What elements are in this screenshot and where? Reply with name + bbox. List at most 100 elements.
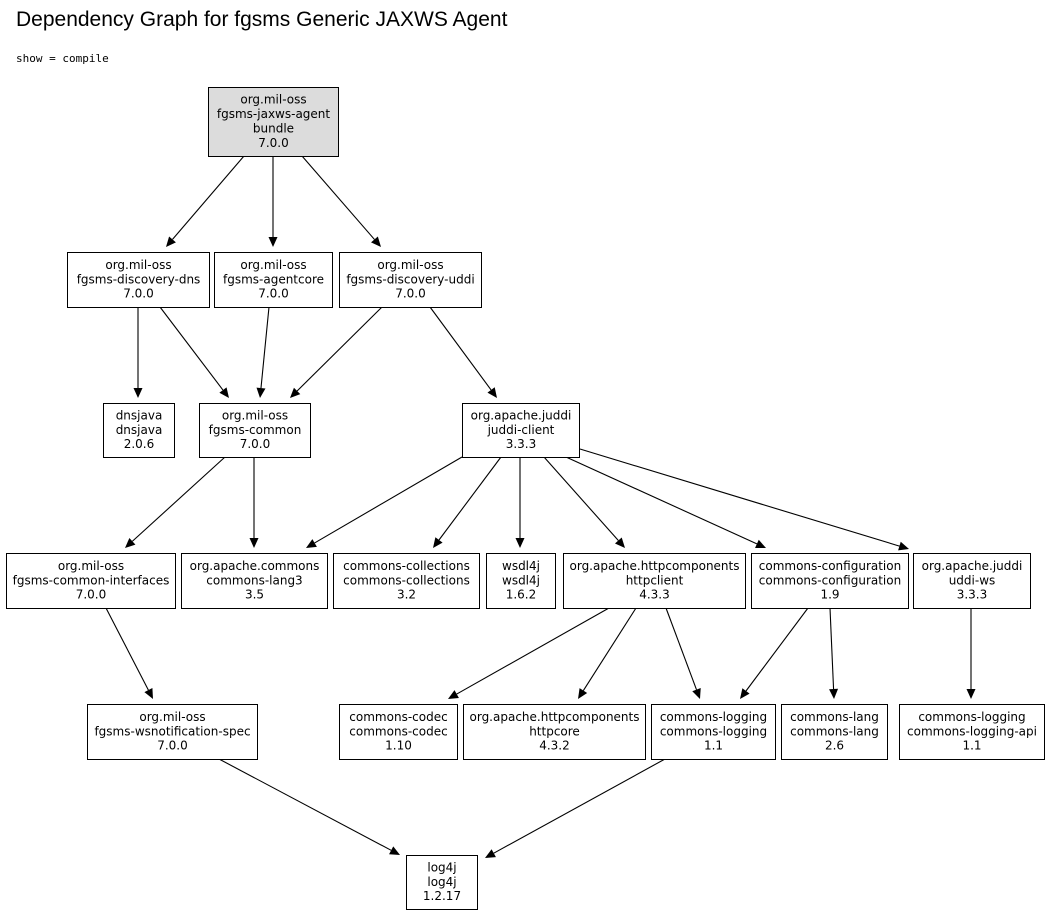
node-box — [67, 252, 210, 308]
arrowhead-icon — [755, 539, 766, 548]
node-label-line: fgsms-discovery-uddi — [346, 272, 474, 286]
edge-jaxws-agent-to-discovery-dns — [166, 155, 245, 247]
node-box — [6, 553, 176, 609]
node-box — [462, 403, 580, 458]
arrowhead-icon — [740, 688, 750, 699]
node-box — [103, 403, 175, 458]
arrowhead-icon — [306, 539, 317, 548]
node-box — [651, 704, 776, 760]
node-label-line: org.mil-oss — [240, 93, 306, 107]
node-box — [563, 553, 746, 609]
edge-juddi-client-to-commons-lang3 — [306, 456, 463, 548]
node-label-line: 1.1 — [704, 739, 723, 753]
node-label-line: 1.1 — [962, 739, 981, 753]
node-label-line: log4j — [427, 875, 456, 889]
node-label-line: commons-codec — [349, 724, 447, 738]
node-label-line: wsdl4j — [502, 559, 540, 573]
edge-discovery-dns-to-dnsjava — [133, 307, 143, 398]
arrowhead-icon — [268, 237, 278, 247]
node-label-line: org.mil-oss — [377, 258, 443, 272]
node-label-line: org.apache.juddi — [471, 408, 572, 422]
arrowhead-icon — [133, 388, 143, 398]
edge-discovery-dns-to-common — [159, 306, 229, 398]
node-label-line: dnsjava — [116, 408, 163, 422]
node-box — [214, 252, 333, 308]
page-title: Dependency Graph for fgsms Generic JAXWS… — [16, 8, 508, 31]
node-label-line: uddi-ws — [949, 573, 996, 587]
node-wsnotification-spec: org.mil-ossfgsms-wsnotification-spec7.0.… — [87, 704, 258, 760]
edge-juddi-client-to-commons-configuration — [565, 456, 766, 548]
edge-commons-logging-to-log4j — [485, 758, 666, 858]
node-label-line: org.mil-oss — [139, 710, 205, 724]
node-label-line: org.mil-oss — [222, 408, 288, 422]
node-label-line: fgsms-jaxws-agent — [217, 107, 331, 121]
node-box — [486, 553, 556, 609]
node-label-line: fgsms-common-interfaces — [13, 573, 170, 587]
node-box — [199, 403, 311, 458]
arrowhead-icon — [256, 387, 266, 398]
arrowhead-icon — [487, 387, 497, 398]
edge-httpclient-to-commons-logging — [665, 607, 701, 699]
edge-juddi-client-to-uddi-ws — [579, 448, 909, 551]
node-label-line: commons-configuration — [759, 573, 901, 587]
edges-layer — [105, 155, 976, 858]
node-label-line: org.mil-oss — [105, 258, 171, 272]
node-box — [463, 704, 646, 760]
node-box — [339, 252, 482, 308]
arrowhead-icon — [371, 236, 381, 247]
arrowhead-icon — [448, 690, 459, 699]
node-label-line: commons-logging — [660, 724, 767, 738]
node-label-line: commons-collections — [343, 559, 470, 573]
node-label-line: 3.5 — [245, 588, 264, 602]
node-label-line: dnsjava — [116, 423, 163, 437]
arrowhead-icon — [433, 537, 443, 548]
node-label-line: 7.0.0 — [123, 287, 154, 301]
arrowhead-icon — [515, 538, 525, 548]
edge-common-interfaces-to-wsnotification-spec — [105, 607, 153, 699]
node-label-line: httpcore — [529, 724, 580, 738]
edge-discovery-uddi-to-juddi-client — [429, 306, 497, 398]
arrowhead-icon — [249, 538, 259, 548]
node-label-line: 1.2.17 — [423, 889, 461, 903]
node-label-line: org.apache.httpcomponents — [570, 559, 740, 573]
node-label-line: 7.0.0 — [240, 437, 271, 451]
node-label-line: org.apache.httpcomponents — [470, 710, 640, 724]
edge-jaxws-agent-to-discovery-uddi — [301, 155, 381, 247]
node-label-line: 3.3.3 — [506, 437, 537, 451]
nodes-layer: org.mil-ossfgsms-jaxws-agentbundle7.0.0o… — [6, 87, 1045, 910]
node-commons-collections: commons-collectionscommons-collections3.… — [333, 553, 480, 609]
node-box — [339, 704, 458, 760]
node-label-line: bundle — [253, 122, 294, 136]
edge-wsnotification-spec-to-log4j — [218, 758, 400, 855]
arrowhead-icon — [966, 689, 976, 699]
arrowhead-icon — [125, 537, 136, 548]
arrowhead-icon — [614, 537, 625, 548]
edge-commons-configuration-to-commons-logging — [740, 607, 809, 699]
arrowhead-icon — [898, 541, 909, 551]
node-label-line: org.apache.juddi — [922, 559, 1023, 573]
arrowhead-icon — [219, 387, 229, 398]
node-label-line: commons-lang3 — [206, 573, 302, 587]
node-label-line: 7.0.0 — [157, 739, 188, 753]
node-label-line: fgsms-discovery-dns — [77, 272, 201, 286]
node-label-line: org.apache.commons — [190, 559, 320, 573]
edge-juddi-client-to-wsdl4j — [515, 457, 525, 548]
node-label-line: 7.0.0 — [258, 287, 289, 301]
arrowhead-icon — [578, 688, 588, 699]
node-label-line: commons-codec — [349, 710, 447, 724]
edge-juddi-client-to-httpclient — [543, 456, 625, 548]
edge-discovery-uddi-to-common — [290, 306, 383, 398]
